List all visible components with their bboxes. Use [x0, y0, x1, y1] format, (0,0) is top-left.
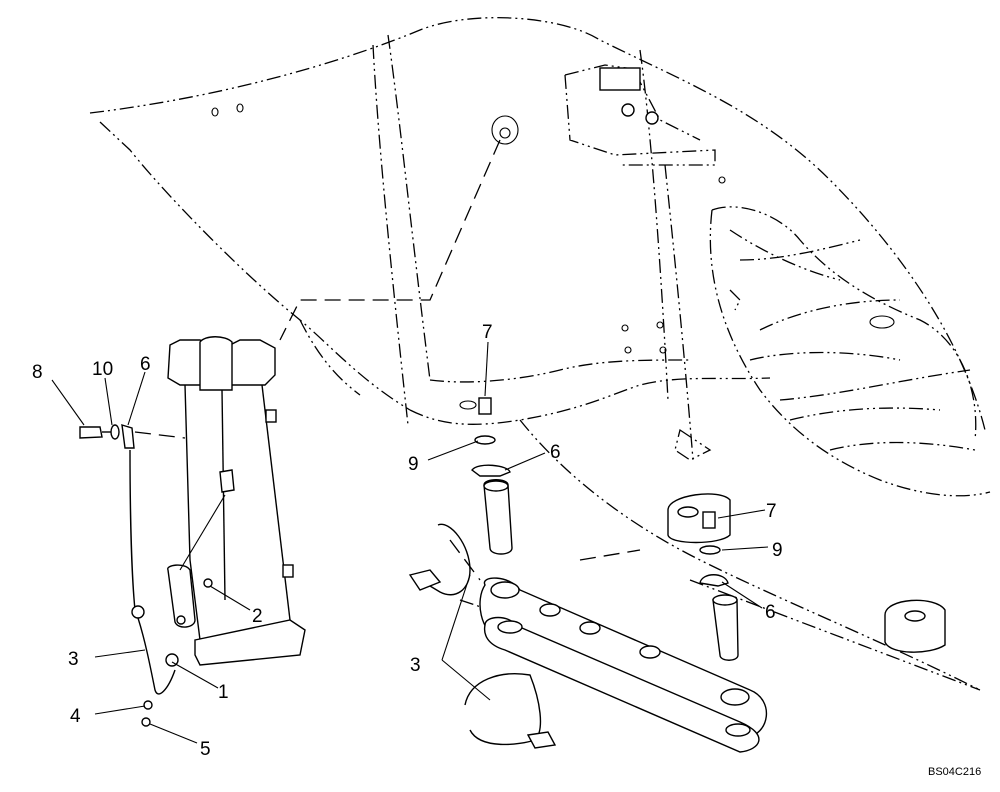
center-pin-assembly [408, 397, 513, 596]
callout-3-center: 3 [410, 655, 421, 676]
callout-7-right: 7 [766, 501, 777, 522]
callout-10: 10 [92, 359, 113, 380]
callout-9-center: 9 [408, 454, 419, 475]
callout-labels: 8 10 6 2 3 1 4 5 7 9 6 7 9 6 3 [32, 322, 783, 760]
right-pin-assembly [667, 493, 946, 661]
frame-holes [211, 103, 895, 410]
top-bracket-bolts [599, 67, 659, 125]
callout-1: 1 [218, 682, 229, 703]
callout-7-center: 7 [482, 322, 493, 343]
callout-4: 4 [70, 706, 81, 727]
callout-6-right: 6 [765, 602, 776, 623]
callout-8: 8 [32, 362, 43, 383]
callout-6-center: 6 [550, 442, 561, 463]
callout-2: 2 [252, 606, 263, 627]
callout-3-left: 3 [68, 649, 79, 670]
alignment-lines [279, 139, 641, 581]
leader-lines [51, 341, 769, 744]
left-hardware [79, 424, 213, 727]
callout-6-left: 6 [140, 354, 151, 375]
left-upright-post [167, 336, 306, 666]
callout-5: 5 [200, 739, 211, 760]
callout-9-right: 9 [772, 540, 783, 561]
drawing-code: BS04C216 [928, 766, 981, 778]
drawbar-link [464, 577, 767, 753]
